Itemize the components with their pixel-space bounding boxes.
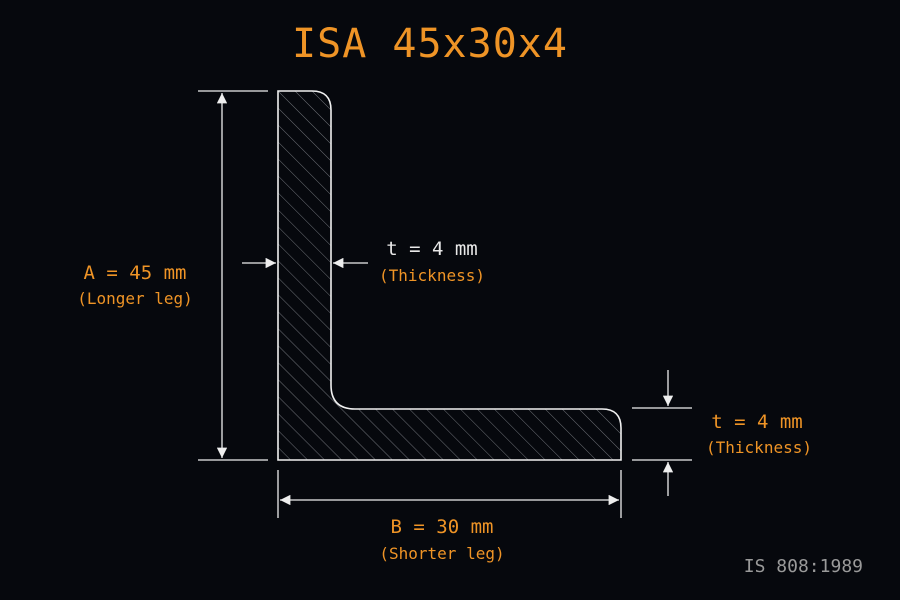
- thickness-horizontal-note: (Thickness): [706, 438, 812, 457]
- dimension-a-note: (Longer leg): [77, 289, 193, 308]
- dimension-thickness-horizontal: t = 4 mm (Thickness): [632, 370, 812, 496]
- dimension-b: B = 30 mm (Shorter leg): [277, 470, 622, 563]
- dimension-a-label: A = 45 mm: [84, 262, 187, 284]
- dimension-b-note: (Shorter leg): [379, 544, 504, 563]
- angle-section-profile: [277, 90, 622, 461]
- dimension-thickness-vertical: t = 4 mm (Thickness): [242, 238, 485, 285]
- standard-reference: IS 808:1989: [744, 556, 863, 577]
- diagram-title: ISA 45x30x4: [292, 21, 568, 67]
- thickness-vertical-label: t = 4 mm: [386, 238, 478, 260]
- thickness-vertical-note: (Thickness): [379, 266, 485, 285]
- dimension-a: A = 45 mm (Longer leg): [77, 90, 268, 461]
- thickness-horizontal-label: t = 4 mm: [711, 411, 803, 433]
- dimension-b-label: B = 30 mm: [391, 516, 494, 538]
